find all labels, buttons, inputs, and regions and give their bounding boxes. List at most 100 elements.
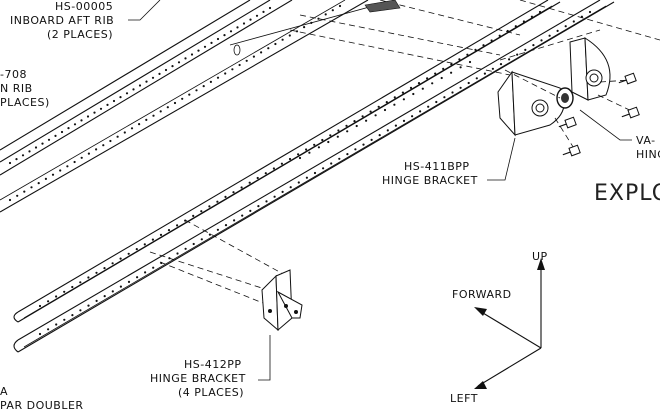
- rivet-hole: [321, 138, 324, 142]
- rivet-hole: [34, 146, 38, 149]
- rivet-hole: [490, 39, 493, 42]
- rear-spar-assembly: [13, 0, 615, 353]
- rivet-hole: [354, 148, 357, 151]
- rivet-hole: [310, 21, 313, 24]
- rivet-hole: [171, 65, 174, 68]
- rivet-hole: [355, 124, 358, 128]
- rivet-hole: [365, 119, 368, 122]
- rivet-hole: [532, 44, 535, 47]
- rivet-hole: [200, 238, 203, 241]
- rivet-hole: [467, 81, 470, 85]
- rivet-hole: [297, 153, 300, 156]
- rivet-hole: [41, 142, 44, 145]
- rivet-hole: [303, 26, 306, 29]
- rivet-hole: [308, 151, 311, 154]
- rivet-hole: [112, 99, 116, 103]
- rivet-hole: [21, 154, 25, 157]
- rivet-hole: [216, 76, 220, 79]
- rivet-hole: [249, 18, 252, 21]
- rivet-hole: [109, 139, 112, 143]
- rivet-hole: [127, 252, 130, 255]
- rivet-hole: [28, 150, 31, 153]
- rivet-hole: [202, 85, 205, 88]
- callout-va-part: VA-: [636, 134, 656, 147]
- rivet-hole: [44, 177, 48, 180]
- rivet-hole: [23, 190, 26, 193]
- rivet-hole: [119, 257, 122, 260]
- rivet-hole: [15, 158, 18, 161]
- rivet-hole: [200, 210, 203, 213]
- rivet-hole: [208, 205, 211, 208]
- rivet-hole: [378, 134, 381, 137]
- callout-left-rib-qty: PLACES): [0, 96, 50, 109]
- upper-rib-assembly: [0, 0, 660, 213]
- rivet-hole: [280, 162, 283, 165]
- rivet-hole: [47, 138, 51, 141]
- rivet-hole: [86, 115, 90, 118]
- rivet-hole: [210, 41, 213, 45]
- rivet-hole: [265, 200, 268, 203]
- rivet-hole: [216, 228, 219, 231]
- rivet-hole: [47, 300, 50, 303]
- rivet-hole: [419, 110, 422, 113]
- rivet-hole: [54, 134, 57, 137]
- rivet-hole: [241, 214, 244, 217]
- rivet-hole: [288, 157, 292, 161]
- rivet-hole: [530, 15, 534, 18]
- rivet-hole: [556, 29, 559, 32]
- axis-up-label: UP: [532, 250, 548, 263]
- rivet-hole: [508, 58, 511, 61]
- rivet-hole: [119, 96, 122, 99]
- rivet-hole: [216, 37, 220, 41]
- callout-inboard-aft-rib-qty: (2 PLACES): [47, 28, 113, 41]
- rivet-hole: [281, 190, 284, 193]
- rivet-hole: [257, 205, 260, 208]
- callout-hinge-bracket-bpp-part: HS-411BPP: [404, 160, 470, 173]
- rivet-hole: [16, 194, 19, 197]
- rivet-hole: [145, 118, 148, 121]
- rivet-hole: [435, 100, 438, 104]
- rivet-hole: [232, 191, 235, 194]
- rivet-hole: [338, 4, 342, 8]
- rivet-hole: [317, 146, 320, 149]
- rivet-hole: [548, 34, 551, 37]
- rivet-hole: [106, 103, 109, 106]
- rivet-hole: [313, 171, 317, 175]
- rivet-hole: [434, 72, 437, 75]
- rivet-hole: [329, 134, 332, 137]
- leader-lines: [128, 0, 632, 381]
- rivet-hole: [324, 13, 327, 16]
- drawing-title: EXPLO: [594, 181, 660, 206]
- rivet-hole: [67, 127, 70, 130]
- rivet-hole: [468, 60, 472, 64]
- rivet-hole: [242, 22, 246, 25]
- rivet-hole: [125, 92, 129, 95]
- rivet-hole: [417, 82, 421, 85]
- rivet-hole: [580, 15, 584, 18]
- rivet-hole: [295, 30, 299, 33]
- rivet-hole: [63, 318, 66, 321]
- rivet-hole: [80, 119, 83, 122]
- rivet-hole: [267, 47, 270, 50]
- rivet-hole: [256, 176, 259, 180]
- rivet-hole: [327, 140, 330, 144]
- rivet-hole: [393, 96, 396, 99]
- rivet-hole: [426, 77, 429, 80]
- rivet-hole: [401, 91, 404, 94]
- rivet-hole: [130, 127, 134, 130]
- rivet-hole: [361, 115, 364, 118]
- rivet-hole: [362, 143, 365, 146]
- rivet-hole: [158, 72, 161, 75]
- rivet-hole: [224, 72, 227, 75]
- rivet-hole: [482, 44, 485, 47]
- rivet-hole: [402, 119, 406, 122]
- rivet-hole: [272, 167, 275, 170]
- rivet-hole: [95, 148, 98, 151]
- rivet-hole: [71, 314, 74, 317]
- rivet-hole: [409, 86, 413, 89]
- rivet-hole: [63, 290, 66, 293]
- rivet-hole: [459, 66, 462, 69]
- rivet-hole: [281, 38, 284, 41]
- rivet-hole: [159, 233, 163, 236]
- rivet-hole: [30, 186, 33, 189]
